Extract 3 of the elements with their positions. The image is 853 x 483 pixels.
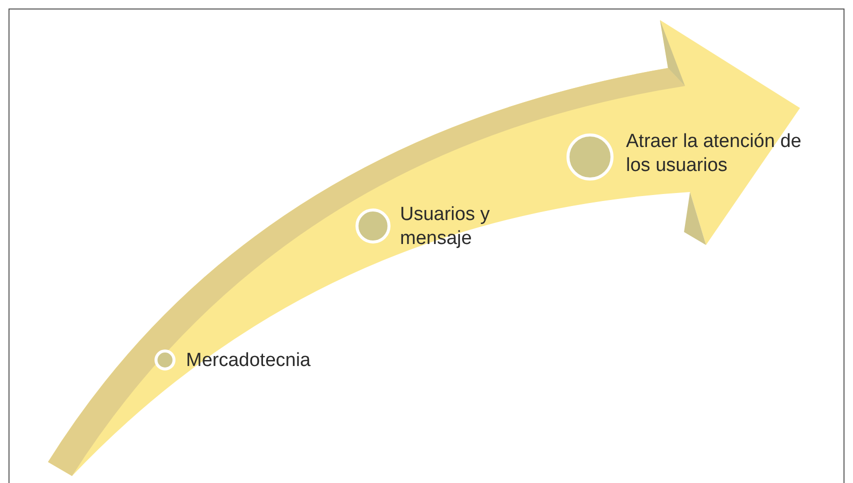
stage-label: Mercadotecnia [186,349,312,373]
stage-label: Usuarios y mensaje [400,203,491,251]
stage-label: Atraer la atención de los usuarios [626,130,802,178]
